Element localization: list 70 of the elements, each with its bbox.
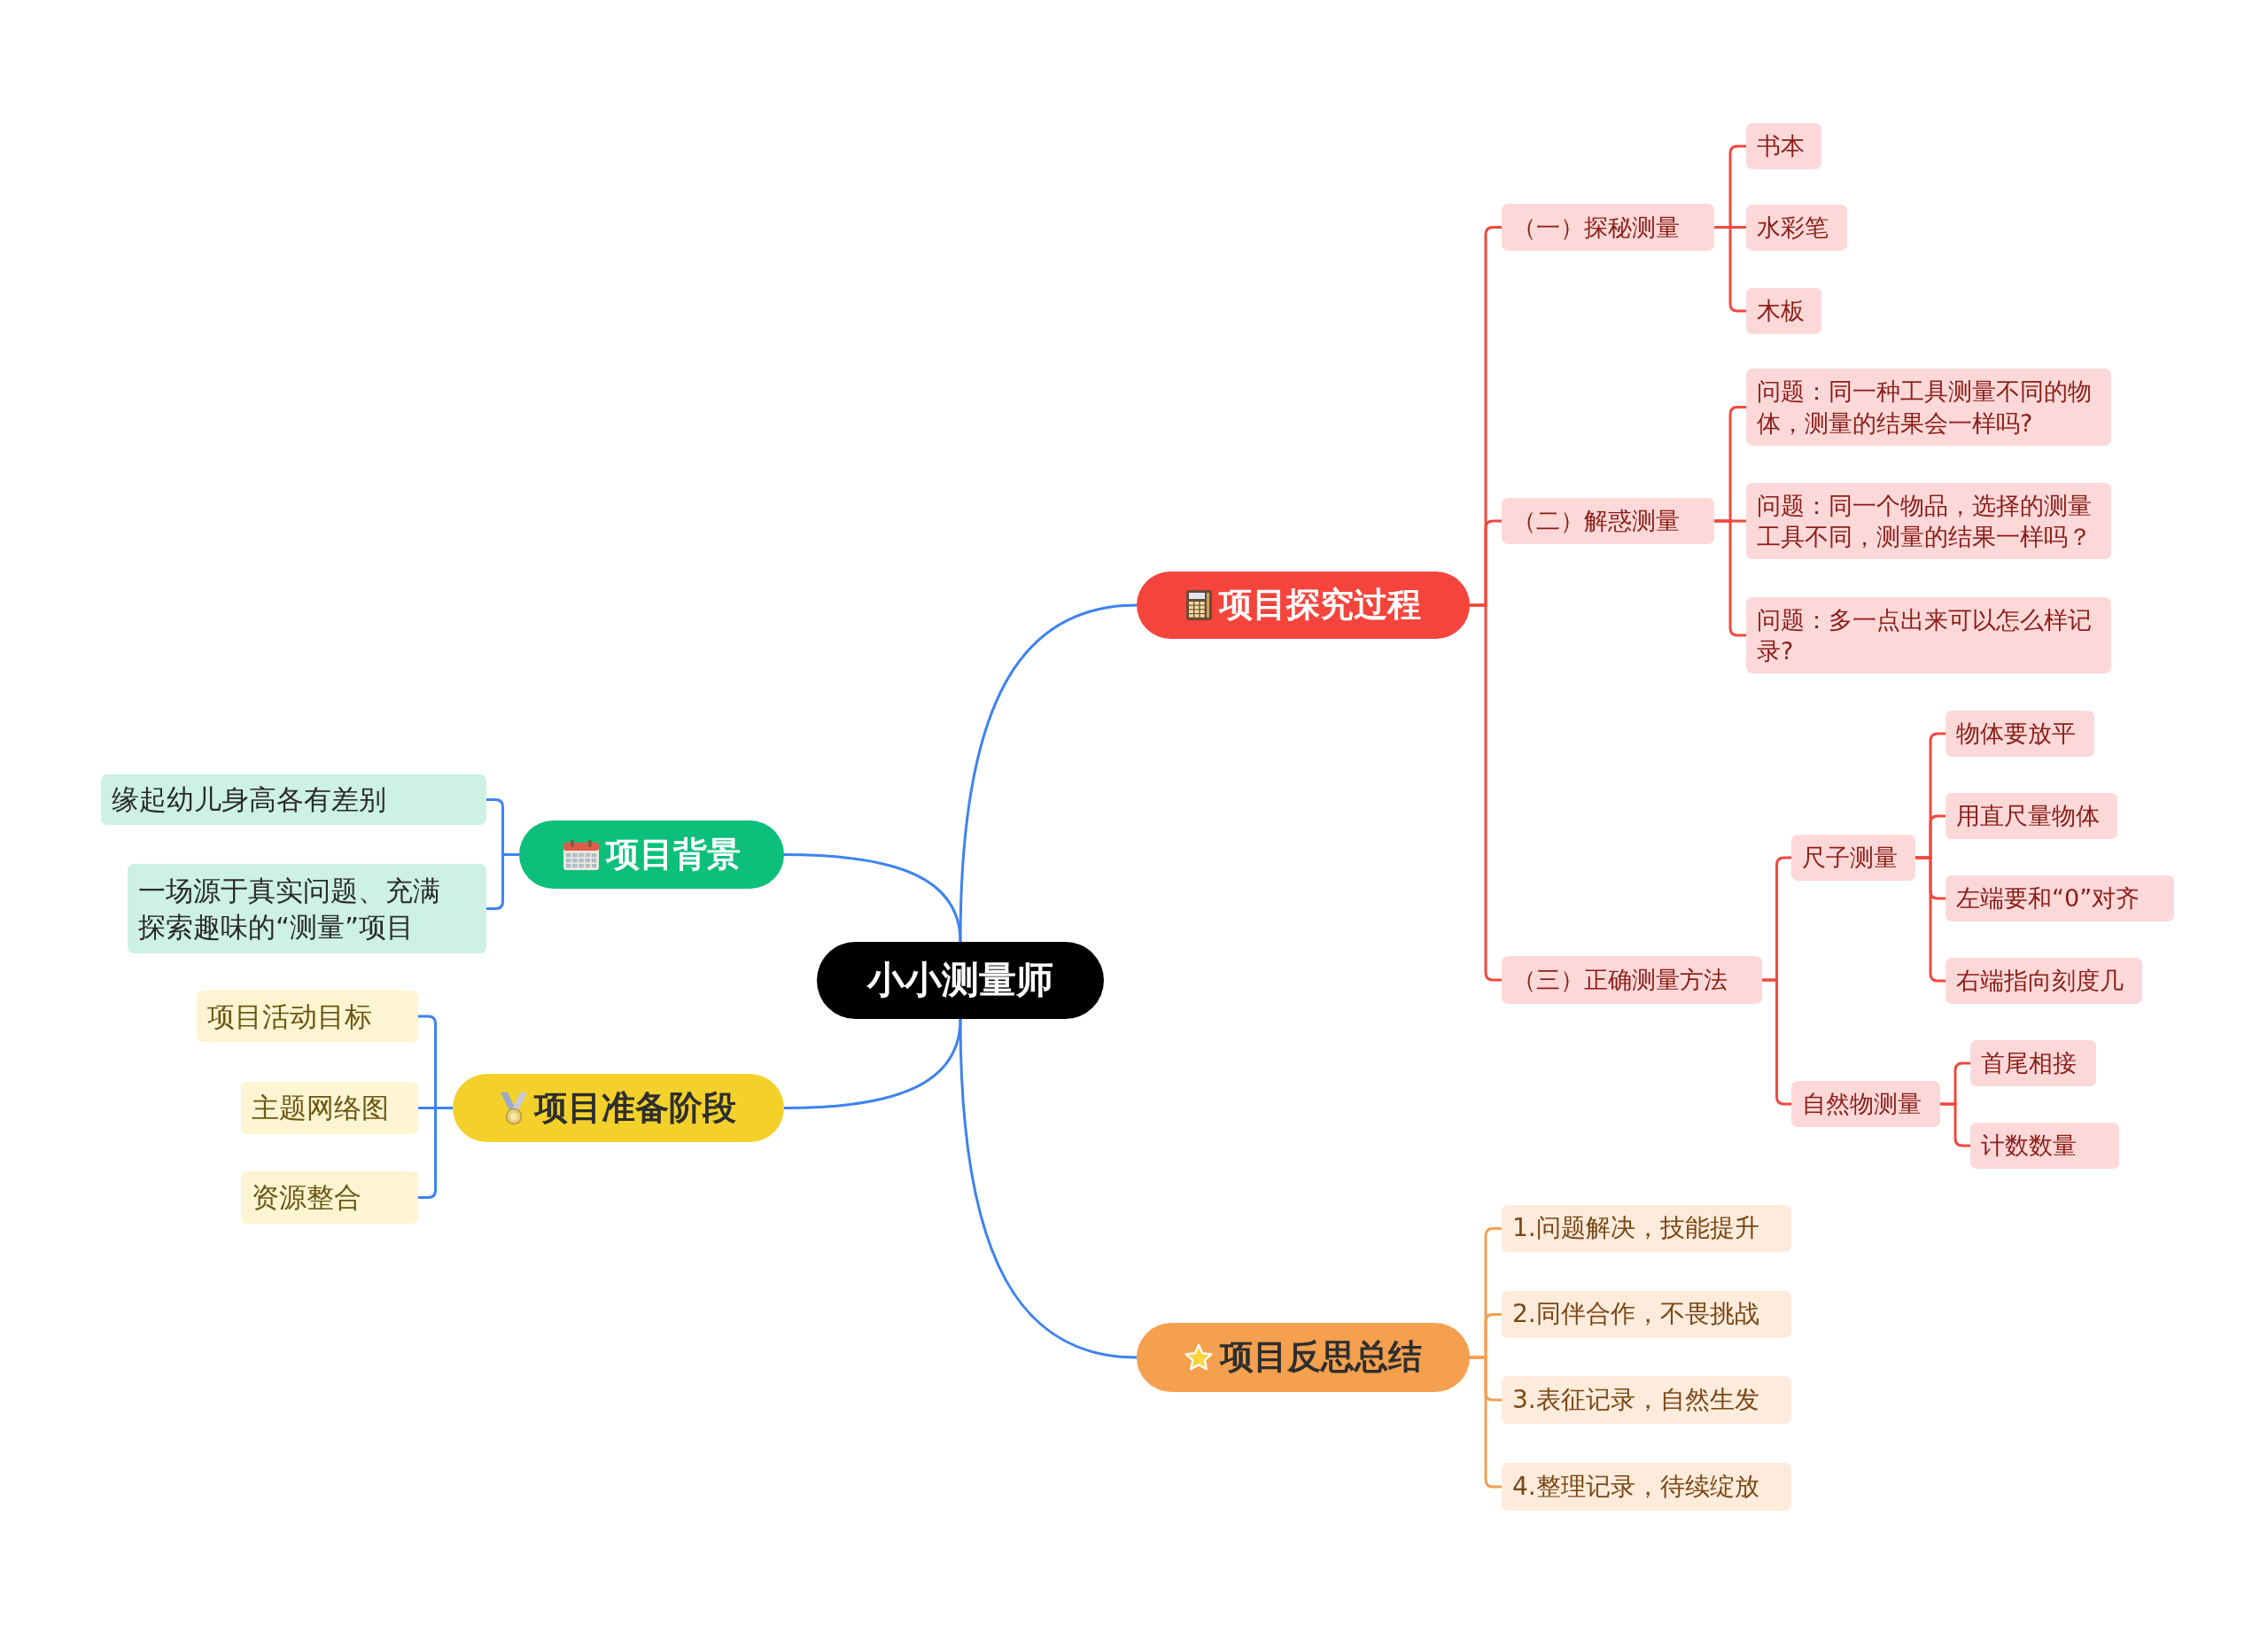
subtopic-text: 问题：同一个物品，选择的测量工具不同，测量的结果一样吗？ <box>1757 490 2093 552</box>
subtopic-text: 首尾相接 <box>1981 1048 2077 1079</box>
subtopic-card <box>1970 1123 2119 1169</box>
connector-line <box>783 1018 962 1109</box>
subtopic-text: 尺子测量 <box>1802 843 1898 874</box>
subtopic-card <box>1791 835 1915 881</box>
subtopic-card <box>1502 498 1714 544</box>
subtopic-text: 物体要放平 <box>1956 719 2076 750</box>
subtopic-text: 问题：同一种工具测量不同的物体，测量的结果会一样吗? <box>1757 377 2093 439</box>
connector-line <box>959 1018 1138 1359</box>
subtopic-card <box>1970 1040 2096 1086</box>
subtopic-text: 4.整理记录，待续绽放 <box>1512 1470 1759 1503</box>
connector-line <box>1714 226 1746 313</box>
topic-text: 项目反思总结 <box>1220 1336 1422 1379</box>
subtopic-card <box>1502 1376 1791 1424</box>
subtopic-card <box>1746 597 2111 673</box>
connector-line <box>783 853 962 943</box>
subtopic-text: 主题网络图 <box>252 1091 389 1126</box>
subtopic-card <box>1746 123 1821 169</box>
subtopic-text: 一场源于真实问题、充满探索趣味的“测量”项目 <box>138 874 441 945</box>
connector-line <box>1470 1356 1502 1489</box>
subtopic-text: 2.同伴合作，不畏挑战 <box>1512 1298 1759 1331</box>
connector-line <box>1940 1102 1970 1147</box>
subtopic-card <box>197 991 418 1042</box>
topic-text: 项目背景 <box>605 833 741 875</box>
subtopic-card <box>241 1082 418 1134</box>
subtopic-card <box>1946 711 2094 757</box>
connector-line <box>1762 978 1791 1106</box>
subtopic-text: 书本 <box>1757 131 1805 162</box>
subtopic-card <box>1502 956 1762 1004</box>
subtopic-text: 右端指向刻度几 <box>1956 966 2124 997</box>
subtopic-card <box>241 1171 418 1224</box>
topic-text: 项目探究过程 <box>1218 584 1421 626</box>
subtopic-text: 问题：多一点出来可以怎么样记录? <box>1757 604 2093 666</box>
subtopic-text: 水彩笔 <box>1757 213 1829 244</box>
subtopic-text: 项目活动目标 <box>207 999 372 1034</box>
subtopic-text: 用直尺量物体 <box>1956 801 2100 832</box>
connector-line <box>1915 856 1946 983</box>
subtopic-text: 木板 <box>1757 296 1805 327</box>
subtopic-card <box>128 864 486 953</box>
connector-line <box>1470 603 1502 982</box>
topic-text: 小小测量师 <box>867 957 1053 1004</box>
subtopic-card <box>1746 205 1847 251</box>
subtopic-text: 1.问题解决，技能提升 <box>1512 1212 1759 1245</box>
subtopic-text: （三）正确测量方法 <box>1512 965 1728 996</box>
subtopic-text: （一）探秘测量 <box>1512 212 1680 243</box>
subtopic-text: （二）解惑测量 <box>1512 506 1680 537</box>
subtopic-text: 资源整合 <box>252 1180 361 1216</box>
connector-line <box>418 1107 453 1199</box>
subtopic-text: 3.表征记录，自然生发 <box>1512 1383 1759 1416</box>
connector-line <box>486 853 519 910</box>
subtopic-text: 自然物测量 <box>1802 1089 1922 1120</box>
subtopic-card <box>1946 958 2142 1004</box>
subtopic-card <box>1746 483 2111 559</box>
subtopic-text: 左端要和“0”对齐 <box>1956 883 2140 914</box>
connector-line <box>1714 519 1746 637</box>
subtopic-card <box>1502 1463 1791 1511</box>
subtopic-text: 计数数量 <box>1981 1131 2077 1162</box>
subtopic-card <box>1791 1081 1940 1127</box>
subtopic-card <box>1946 793 2117 839</box>
subtopic-card <box>1502 204 1714 251</box>
subtopic-card <box>1746 288 1821 334</box>
subtopic-card <box>101 774 486 825</box>
subtopic-text: 缘起幼儿身高各有差别 <box>112 782 386 818</box>
subtopic-card <box>1502 1205 1791 1252</box>
subtopic-card <box>1502 1291 1791 1338</box>
connector-line <box>959 603 1138 943</box>
topic-text: 项目准备阶段 <box>534 1086 736 1129</box>
subtopic-card <box>1746 369 2111 446</box>
subtopic-card <box>1946 875 2174 921</box>
